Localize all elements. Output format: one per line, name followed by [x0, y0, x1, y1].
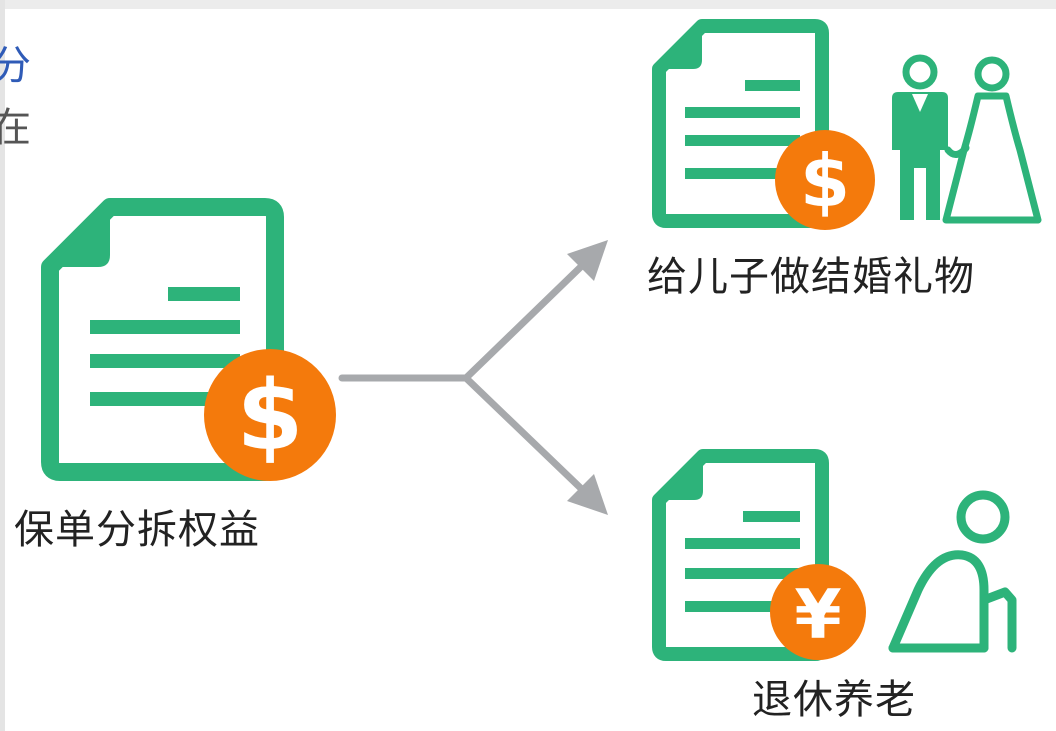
svg-text:$: $: [800, 139, 850, 223]
top-border: [0, 0, 1056, 9]
wedding-dollar-coin-icon: $: [775, 130, 875, 230]
arrow-branch-down: [462, 374, 596, 503]
arrowhead-down: [567, 474, 608, 515]
elder-body: [888, 550, 989, 653]
arrowhead-up: [567, 240, 608, 281]
holding-hands: [944, 144, 970, 158]
arrow-branch-up: [462, 252, 596, 382]
groom-body: [892, 92, 948, 220]
left-border: [0, 0, 5, 731]
bride-dress: [942, 92, 1042, 224]
retirement-label: 退休养老: [752, 677, 916, 723]
wedding-gift-label: 给儿子做结婚礼物: [647, 254, 975, 300]
svg-text:¥: ¥: [794, 576, 841, 655]
bride-head: [974, 56, 1010, 92]
walking-cane: [979, 587, 1017, 653]
source-label: 保单分拆权益: [14, 507, 260, 553]
clipped-heading-text: 分: [0, 43, 31, 89]
split-arrow: [338, 252, 596, 503]
yen-coin-icon: ¥: [770, 564, 866, 660]
elderly-person-icon: [888, 490, 1017, 653]
dollar-coin-icon: $: [204, 349, 336, 481]
bride-groom-icon: [892, 54, 1042, 224]
svg-text:$: $: [237, 360, 304, 472]
groom-shirt: [912, 94, 928, 112]
elder-head: [956, 490, 1010, 544]
groom-head: [902, 54, 938, 90]
clipped-body-text: 在: [0, 105, 31, 151]
